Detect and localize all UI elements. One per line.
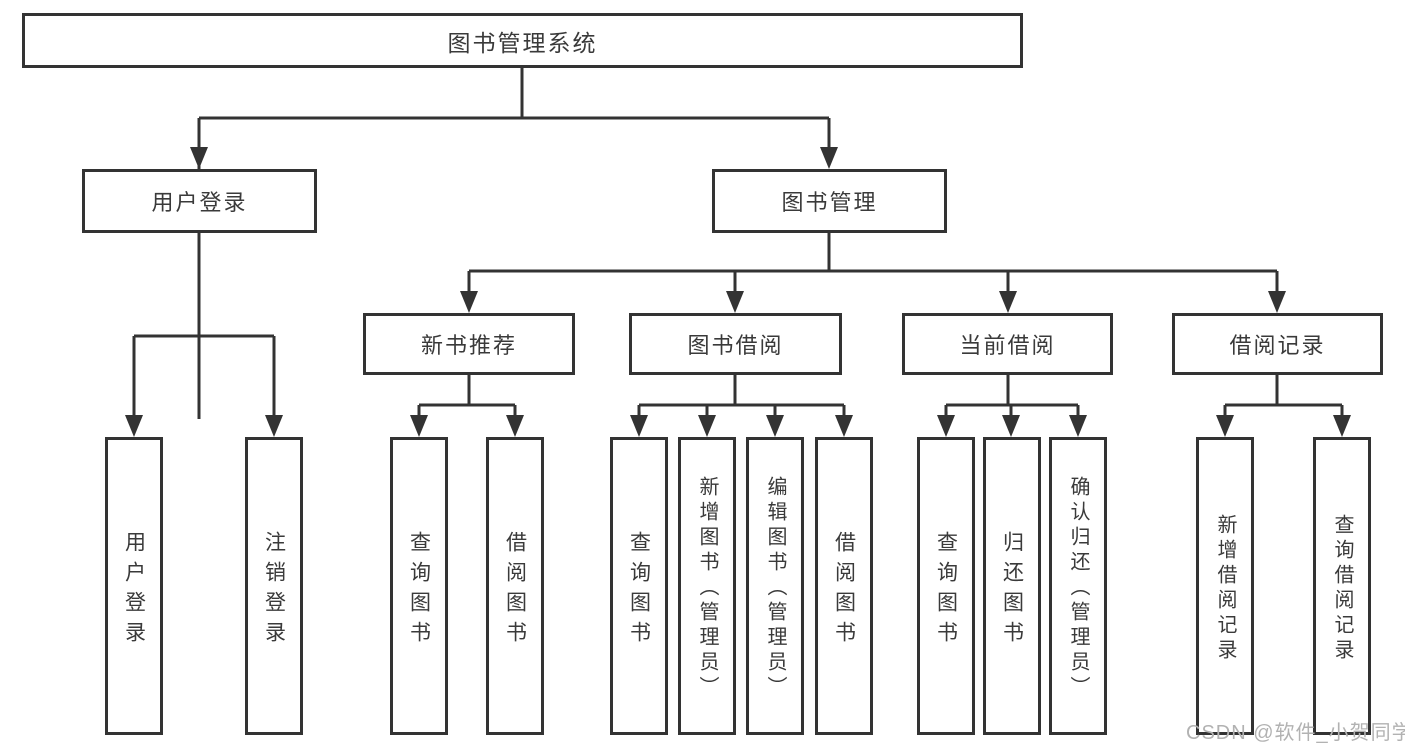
leaf-confirm-return-admin: 确认归还（管理员）: [1049, 437, 1107, 735]
leaf-recommend-borrow-book: 借阅图书: [486, 437, 544, 735]
node-borrow-record: 借阅记录: [1172, 313, 1383, 375]
leaf-add-book-admin: 新增图书（管理员）: [678, 437, 736, 735]
node-user-login-label: 用户登录: [151, 190, 248, 215]
leaf-current-query-book: 查询图书: [917, 437, 975, 735]
node-borrow-record-label: 借阅记录: [1229, 333, 1326, 358]
node-current-borrow-label: 当前借阅: [959, 333, 1056, 358]
leaf-recommend-query-book-label: 查询图书: [407, 530, 431, 651]
node-root-system: 图书管理系统: [22, 13, 1023, 68]
leaf-return-book-label: 归还图书: [1000, 530, 1024, 651]
node-user-login: 用户登录: [82, 169, 317, 233]
leaf-return-book: 归还图书: [983, 437, 1041, 735]
leaf-confirm-return-admin-label: 确认归还（管理员）: [1067, 476, 1089, 701]
node-book-management: 图书管理: [712, 169, 947, 233]
csdn-watermark-text: CSDN @软件_小贺同学: [1186, 722, 1405, 744]
leaf-borrow-query-book-label: 查询图书: [627, 530, 651, 651]
leaf-borrow-query-book: 查询图书: [610, 437, 668, 735]
leaf-logout: 注销登录: [245, 437, 303, 735]
node-book-borrow-label: 图书借阅: [687, 333, 784, 358]
leaf-add-borrow-record: 新增借阅记录: [1196, 437, 1254, 735]
leaf-edit-book-admin: 编辑图书（管理员）: [746, 437, 804, 735]
leaf-borrow-book: 借阅图书: [815, 437, 873, 735]
leaf-user-login-label: 用户登录: [122, 530, 146, 651]
csdn-watermark: CSDN @软件_小贺同学: [1186, 716, 1405, 745]
leaf-edit-book-admin-label: 编辑图书（管理员）: [764, 476, 786, 701]
leaf-recommend-query-book: 查询图书: [390, 437, 448, 735]
node-new-book-recommend: 新书推荐: [363, 313, 575, 375]
leaf-add-book-admin-label: 新增图书（管理员）: [696, 476, 718, 701]
node-book-borrow: 图书借阅: [629, 313, 842, 375]
leaf-current-query-book-label: 查询图书: [934, 530, 958, 651]
leaf-user-login: 用户登录: [105, 437, 163, 735]
leaf-logout-label: 注销登录: [262, 530, 286, 651]
leaf-query-borrow-record-label: 查询借阅记录: [1331, 513, 1353, 664]
node-book-management-label: 图书管理: [781, 190, 878, 215]
leaf-recommend-borrow-book-label: 借阅图书: [503, 530, 527, 651]
leaf-add-borrow-record-label: 新增借阅记录: [1214, 513, 1236, 664]
node-current-borrow: 当前借阅: [902, 313, 1113, 375]
node-root-label: 图书管理系统: [447, 29, 598, 56]
leaf-borrow-book-label: 借阅图书: [832, 530, 856, 651]
node-new-book-recommend-label: 新书推荐: [420, 333, 517, 358]
leaf-query-borrow-record: 查询借阅记录: [1313, 437, 1371, 735]
